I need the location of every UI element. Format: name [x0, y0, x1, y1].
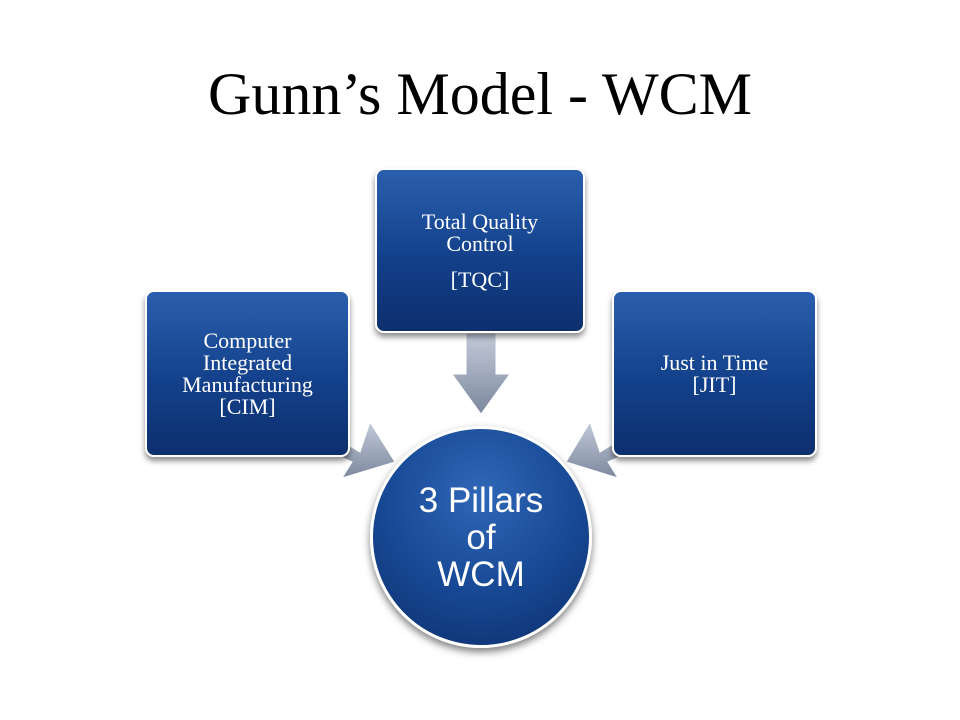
cim-line-2: Integrated — [202, 349, 293, 375]
cim-line-1: Computer — [203, 327, 292, 353]
cim-line-3: Manufacturing — [182, 371, 313, 397]
cim-line-4: [CIM] — [219, 393, 276, 419]
jit-line-2: [JIT] — [692, 371, 737, 397]
pillar-box-tqc: Total Quality Control [TQC] — [375, 168, 585, 333]
hub-line-3: WCM — [437, 554, 525, 594]
hub-line-1: 3 Pillars — [418, 480, 544, 520]
hub-line-2: of — [466, 517, 496, 557]
tqc-line-3: [TQC] — [450, 266, 510, 292]
pillar-box-jit: Just in Time [JIT] — [612, 290, 817, 457]
tqc-line-2: Control — [446, 230, 514, 256]
pillar-box-cim: Computer Integrated Manufacturing [CIM] — [145, 290, 350, 457]
jit-line-1: Just in Time — [660, 349, 769, 375]
slide-title: Gunn’s Model - WCM — [208, 61, 752, 127]
tqc-line-1: Total Quality — [421, 208, 539, 234]
hub-circle: 3 Pillars of WCM — [370, 426, 592, 648]
arrow-tqc-to-hub — [451, 332, 511, 415]
